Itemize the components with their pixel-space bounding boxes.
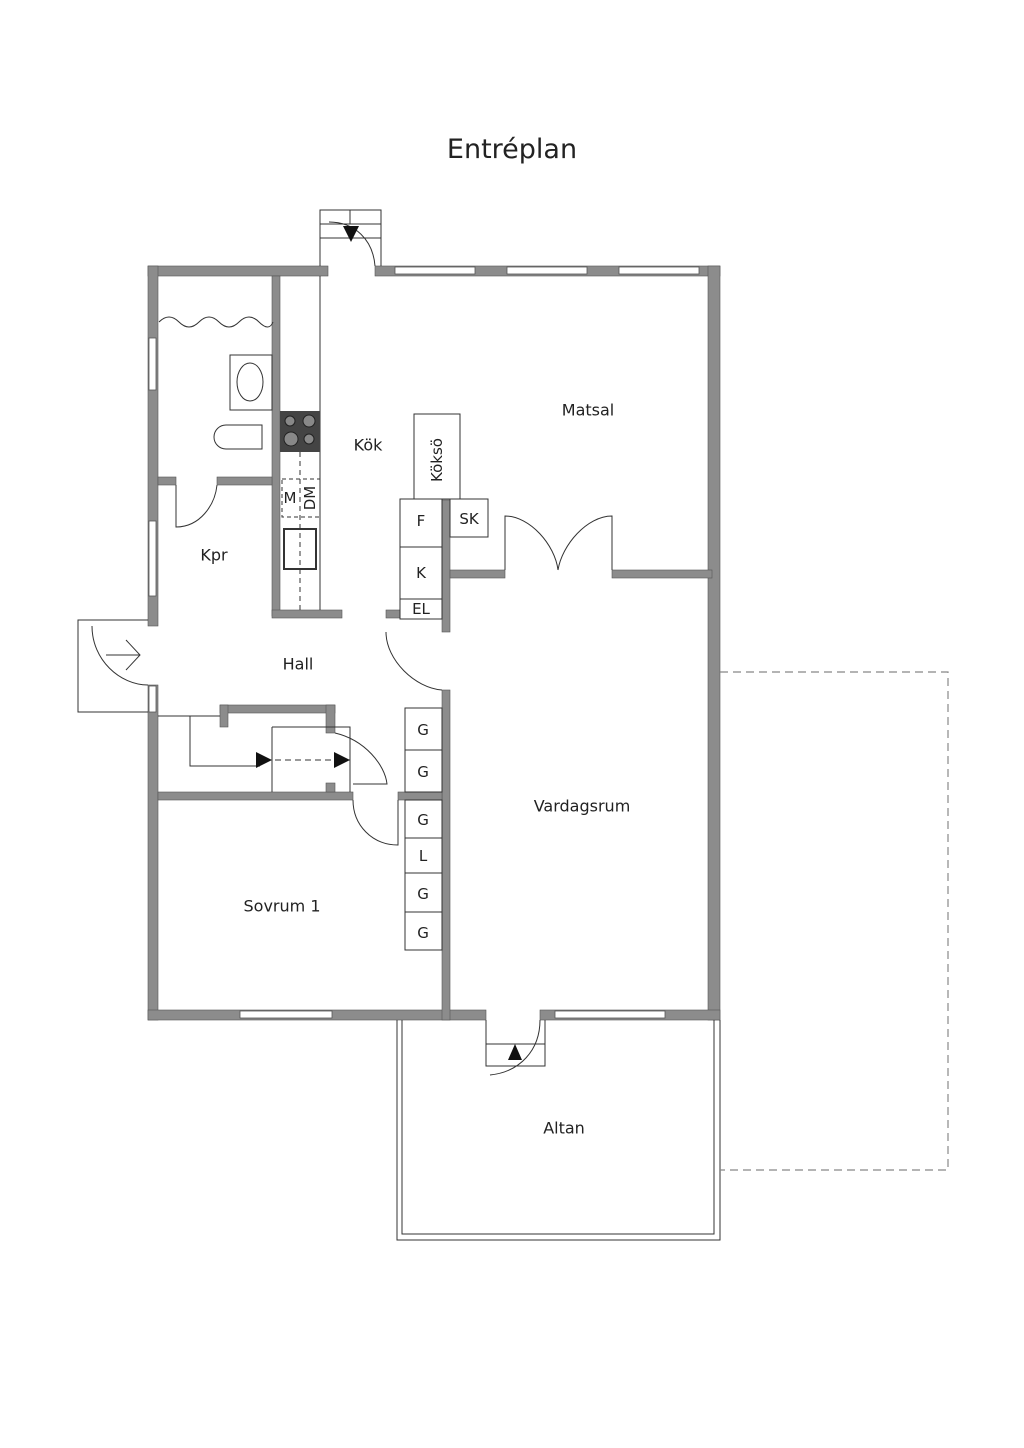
windows	[148, 266, 700, 1019]
electrical-label: EL	[412, 600, 430, 618]
freezer-label: K	[416, 564, 426, 582]
fixtures	[77, 209, 721, 1241]
microwave-label: M	[283, 489, 297, 507]
room-label-altan: Altan	[543, 1118, 585, 1138]
room-label-vardagsrum: Vardagsrum	[533, 796, 631, 816]
room-label-kok: Kök	[353, 435, 383, 455]
room-label-matsal: Matsal	[561, 400, 615, 420]
linen-closet-label: L	[418, 847, 428, 865]
room-label-sovrum1: Sovrum 1	[243, 896, 321, 916]
stove-icon	[280, 411, 320, 452]
walls	[147, 265, 721, 1021]
fridge-label: F	[416, 512, 426, 530]
dishwasher-label: DM	[301, 485, 319, 511]
wardrobe-label: G	[417, 763, 429, 781]
wardrobe-label: G	[417, 721, 429, 739]
cabinet-label: SK	[459, 510, 479, 528]
carport-outline	[720, 671, 949, 1171]
room-label-kpr: Kpr	[200, 545, 228, 565]
wardrobe-label: G	[417, 924, 429, 942]
room-label-hall: Hall	[282, 654, 314, 674]
wardrobe-label: G	[417, 885, 429, 903]
plan-title: Entréplan	[446, 134, 578, 165]
wardrobe-label: G	[417, 811, 429, 829]
kitchen-island-label: Köksö	[428, 438, 446, 482]
